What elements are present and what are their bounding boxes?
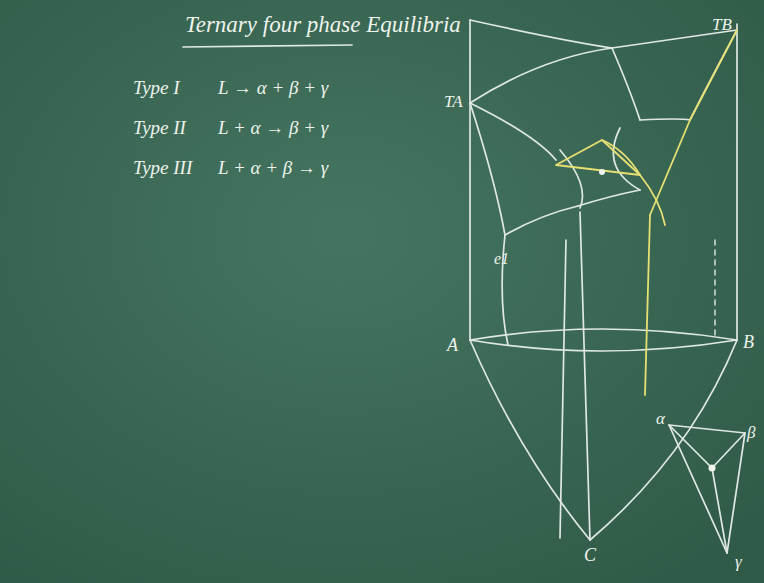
type-label: Type II xyxy=(133,118,186,139)
reaction: L + α → β + γ xyxy=(218,118,328,139)
corner-label: B xyxy=(743,333,754,353)
reaction: L + α + β → γ xyxy=(218,158,328,179)
reaction: L → α + β + γ xyxy=(218,78,328,99)
corner-label: C xyxy=(584,546,596,566)
point-label: e1 xyxy=(494,250,509,268)
phase-label: β xyxy=(747,424,755,443)
phase-label: α xyxy=(656,410,665,429)
point-label: TB xyxy=(712,16,732,35)
phase-label: γ xyxy=(735,553,742,572)
board-title: Ternary four phase Equilibria xyxy=(185,12,461,37)
point-label: TA xyxy=(444,93,463,112)
type-label: Type III xyxy=(133,158,192,179)
type-label: Type I xyxy=(133,78,180,99)
corner-label: A xyxy=(447,336,458,356)
